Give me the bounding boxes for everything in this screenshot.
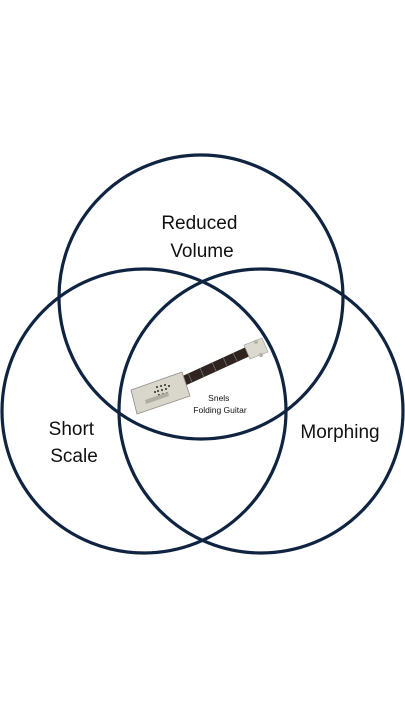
circle-morphing xyxy=(117,267,405,555)
label-center: Snels Folding Guitar xyxy=(193,393,247,415)
label-morphing-line1: Morphing xyxy=(300,422,379,443)
label-short-scale-line2: Scale xyxy=(50,446,98,467)
circle-short-scale xyxy=(0,267,288,555)
label-reduced-volume-line2: Volume xyxy=(170,241,233,262)
label-reduced-volume-line1: Reduced xyxy=(161,213,237,234)
label-short-scale: Short Scale xyxy=(49,419,100,467)
guitar-neck xyxy=(176,347,250,388)
label-morphing: Morphing xyxy=(300,422,379,443)
label-reduced-volume: Reduced Volume xyxy=(161,213,242,262)
label-short-scale-line1: Short xyxy=(49,419,95,440)
guitar-body xyxy=(130,371,191,415)
label-center-line1: Snels xyxy=(208,393,229,403)
label-center-line2: Folding Guitar xyxy=(193,405,247,415)
guitar-image xyxy=(130,337,269,415)
circle-reduced-volume xyxy=(57,153,345,441)
